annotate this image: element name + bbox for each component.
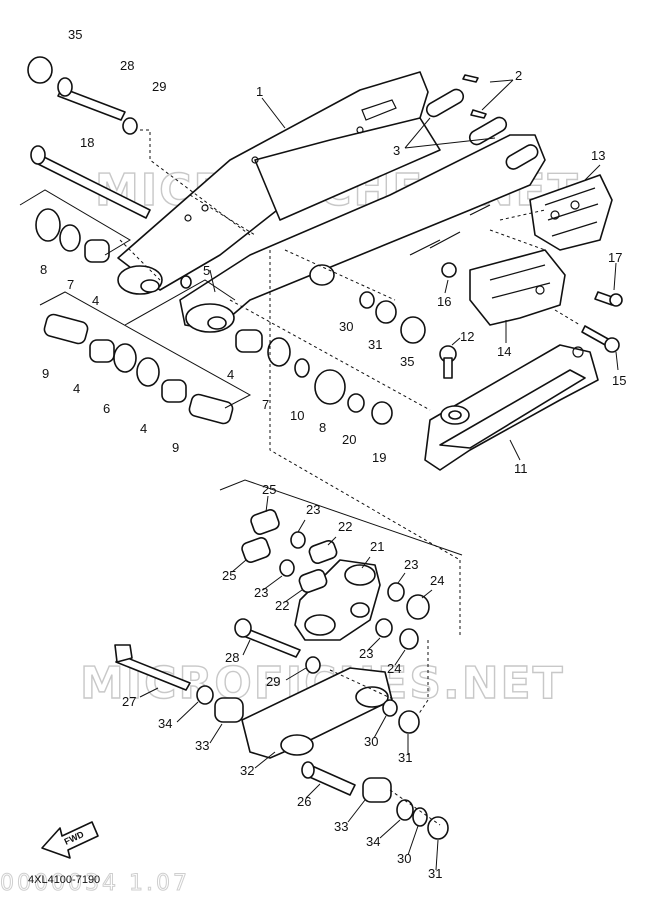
callout-26: 26: [297, 794, 311, 809]
bolt-27: [114, 644, 191, 691]
callout-5: 5: [203, 263, 210, 278]
callout-23-d: 23: [359, 646, 373, 661]
callout-35-a: 35: [68, 27, 82, 42]
callout-7-b: 7: [262, 397, 269, 412]
callout-4-a: 4: [92, 293, 99, 308]
callout-20: 20: [342, 432, 356, 447]
callout-10: 10: [290, 408, 304, 423]
callout-19: 19: [372, 450, 386, 465]
callout-9-a: 9: [42, 366, 49, 381]
callout-labels: 35 28 29 2 1 3 18 13 8 7 4 5 16 17 9 30 …: [40, 27, 626, 881]
chain-slider: [529, 174, 613, 251]
callout-34-a: 34: [158, 716, 172, 731]
callout-2: 2: [515, 68, 522, 83]
group-frames: [19, 189, 463, 556]
callout-7-a: 7: [67, 277, 74, 292]
callout-15: 15: [612, 373, 626, 388]
callout-6: 6: [103, 401, 110, 416]
guide-lines: [119, 129, 581, 826]
callout-29-a: 29: [152, 79, 166, 94]
callout-23-a: 23: [306, 502, 320, 517]
fwd-arrow-icon: FWD: [41, 821, 99, 859]
callout-4-d: 4: [140, 421, 147, 436]
callout-4-b: 4: [227, 367, 234, 382]
watermark-footer: 0000034 1.07: [0, 871, 190, 896]
callout-30-c: 30: [397, 851, 411, 866]
brake-arm-guard: [424, 344, 599, 471]
bolt-28-lower: [234, 618, 301, 658]
callout-11: 11: [514, 461, 528, 476]
callout-4-c: 4: [73, 381, 80, 396]
callout-27: 27: [122, 694, 136, 709]
callout-14: 14: [497, 344, 511, 359]
chain-guide: [469, 249, 566, 326]
relay-arm: [294, 559, 381, 641]
callout-3: 3: [393, 143, 400, 158]
callout-8-a: 8: [40, 262, 47, 277]
callout-18: 18: [80, 135, 94, 150]
connecting-rod: [241, 667, 393, 759]
callout-33-b: 33: [334, 819, 348, 834]
callout-8-b: 8: [319, 420, 326, 435]
callout-25-a: 25: [262, 482, 276, 497]
callout-31-b: 31: [398, 750, 412, 765]
callout-29-b: 29: [266, 674, 280, 689]
diagram-code: 4XL4100-7190: [28, 874, 100, 886]
callout-33-a: 33: [195, 738, 209, 753]
callout-17: 17: [608, 250, 622, 265]
callout-32: 32: [240, 763, 254, 778]
callout-31-a: 31: [368, 337, 382, 352]
callout-30-a: 30: [339, 319, 353, 334]
callout-12: 12: [460, 329, 474, 344]
callout-22-a: 22: [338, 519, 352, 534]
leader-lines: [209, 79, 619, 461]
callout-31-c: 31: [428, 866, 442, 881]
callout-1: 1: [256, 84, 263, 99]
callout-9-b: 9: [172, 440, 179, 455]
callout-13: 13: [591, 148, 605, 163]
callout-35-b: 35: [400, 354, 414, 369]
leader-lines-lower: [139, 495, 439, 871]
linkage-small-parts: [196, 509, 449, 840]
callout-16: 16: [437, 294, 451, 309]
callout-23-c: 23: [404, 557, 418, 572]
callout-24-b: 24: [387, 661, 401, 676]
callout-21: 21: [370, 539, 384, 554]
callout-24-a: 24: [430, 573, 444, 588]
callout-34-b: 34: [366, 834, 380, 849]
pivot-small-parts: [27, 56, 623, 425]
callout-28-b: 28: [225, 650, 239, 665]
swingarm: [117, 71, 546, 333]
callout-30-b: 30: [364, 734, 378, 749]
collar-26: [301, 761, 356, 796]
callout-28-a: 28: [120, 58, 134, 73]
